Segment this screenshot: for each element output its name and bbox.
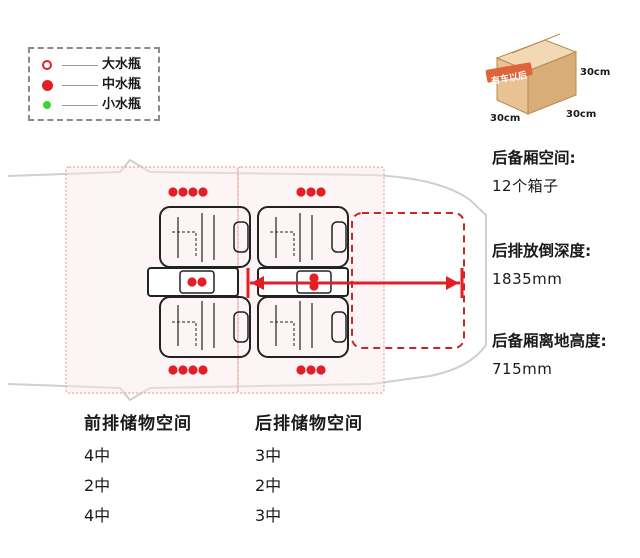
medium-bottle-rear-top (306, 187, 316, 197)
medium-bottle-front-top (198, 187, 208, 197)
medium-bottle-rear-top (296, 187, 306, 197)
medium-bottle-icon (42, 80, 53, 91)
medium-bottle-front-top (168, 187, 178, 197)
legend-label: 大水瓶 (102, 57, 142, 72)
spec-trunk-space: 后备厢空间: 12个箱子 (492, 147, 576, 197)
cargo-box-icon (485, 33, 578, 115)
front-storage-row: 4中 (84, 506, 111, 525)
spec-label: 后备厢离地高度: (492, 332, 607, 350)
spec-label: 后备厢空间: (492, 149, 576, 167)
medium-bottle-front-bottom (188, 365, 198, 375)
medium-bottle-rear-armrest (309, 281, 319, 291)
rear-storage-title: 后排储物空间 (255, 414, 363, 434)
spec-value: 1835mm (492, 270, 563, 288)
medium-bottle-front-top (188, 187, 198, 197)
legend-divider (62, 65, 98, 66)
front-storage-summary: 前排储物空间 4中 2中 4中 (84, 412, 192, 526)
front-cupholder (179, 270, 215, 294)
medium-bottle-rear-top (316, 187, 326, 197)
box-depth-label: 30cm (566, 109, 597, 120)
medium-bottle-front-bottom (168, 365, 178, 375)
legend-item-small: 小水瓶 (30, 96, 162, 114)
medium-bottle-rear-bottom (306, 365, 316, 375)
rear-storage-row: 3中 (255, 446, 282, 465)
front-storage-row: 4中 (84, 446, 111, 465)
box-height-label: 30cm (580, 67, 611, 78)
medium-bottle-front-bottom (198, 365, 208, 375)
medium-bottle-front-console (197, 277, 207, 287)
legend-item-large: 大水瓶 (30, 56, 162, 74)
spec-label: 后排放倒深度: (492, 242, 592, 260)
rear-storage-row: 3中 (255, 506, 282, 525)
medium-bottle-front-top (178, 187, 188, 197)
rear-storage-summary: 后排储物空间 3中 2中 3中 (255, 412, 363, 526)
spec-value: 12个箱子 (492, 177, 559, 195)
legend-divider (62, 85, 98, 86)
spec-value: 715mm (492, 360, 553, 378)
bottle-markers (168, 187, 326, 375)
rear-storage-row: 2中 (255, 476, 282, 495)
spec-fold-depth: 后排放倒深度: 1835mm (492, 240, 591, 290)
front-storage-title: 前排储物空间 (84, 414, 192, 434)
legend: 大水瓶 中水瓶 小水瓶 (28, 47, 160, 121)
legend-label: 小水瓶 (102, 97, 142, 112)
small-bottle-icon (43, 101, 51, 109)
medium-bottle-rear-bottom (296, 365, 306, 375)
medium-bottle-front-bottom (178, 365, 188, 375)
fold-depth-arrow (246, 268, 464, 298)
box-width-label: 30cm (490, 113, 521, 124)
medium-bottle-front-console (187, 277, 197, 287)
legend-label: 中水瓶 (102, 77, 142, 92)
legend-divider (62, 105, 98, 106)
large-bottle-icon (42, 60, 52, 70)
medium-bottle-rear-bottom (316, 365, 326, 375)
legend-item-medium: 中水瓶 (30, 76, 162, 94)
medium-bottle-rear-armrest (309, 273, 319, 283)
spec-trunk-height: 后备厢离地高度: 715mm (492, 330, 607, 380)
front-storage-row: 2中 (84, 476, 111, 495)
car-body-outline (7, 158, 487, 402)
